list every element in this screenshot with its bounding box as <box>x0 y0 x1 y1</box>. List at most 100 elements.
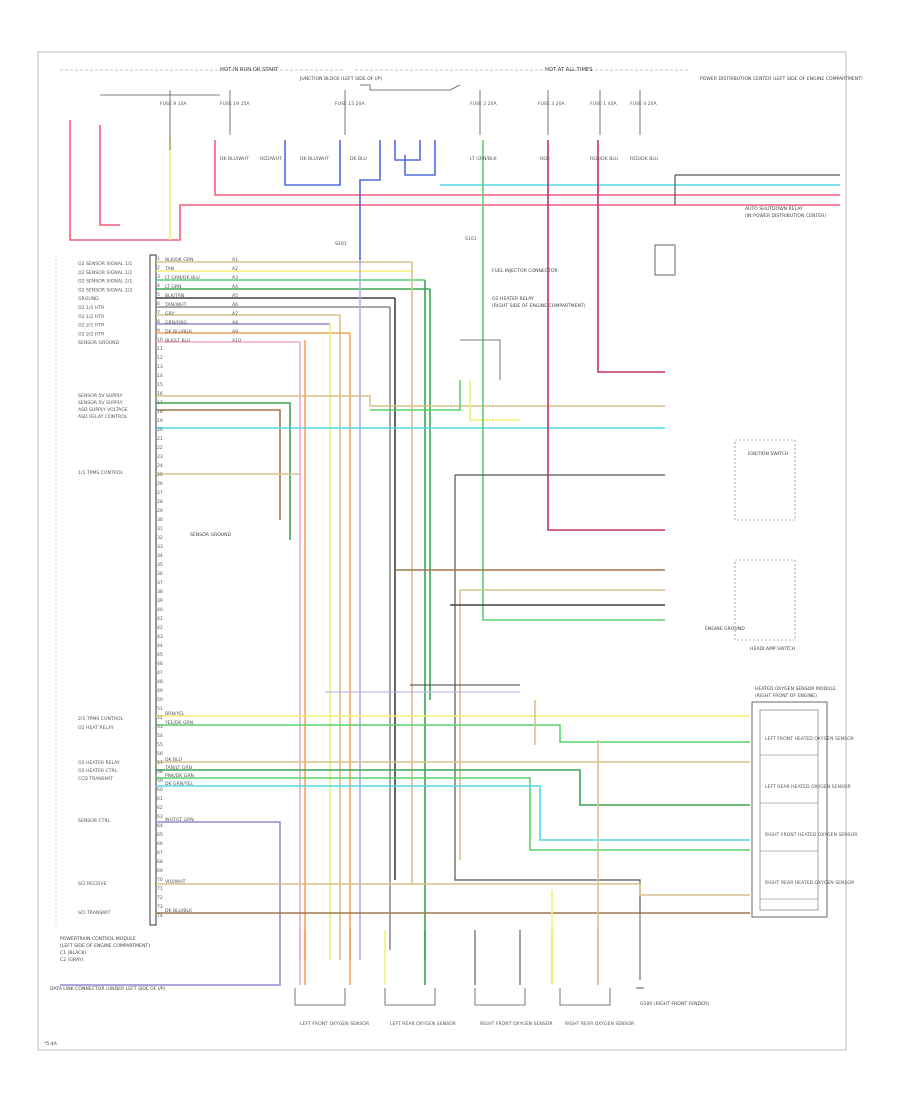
pcm-pin-number: 20 <box>157 427 163 433</box>
pcm-pin-label: SENSOR CTRL <box>78 818 111 824</box>
fuse-label: FUSE 1 40A <box>590 101 618 107</box>
pcm-pin-number: 8 <box>157 319 160 325</box>
asd-relay-label: AUTO SHUTDOWN RELAY <box>745 206 803 212</box>
pcm-pin-number: 67 <box>157 850 163 856</box>
wire-pin-code: A10 <box>232 338 241 344</box>
pcm-pin-number: 43 <box>157 634 163 640</box>
pcm-pin-number: 14 <box>157 373 163 379</box>
pcm-pin-number: 68 <box>157 859 163 865</box>
pcm-pin-number: 19 <box>157 418 163 424</box>
pcm-pin-number: 1 <box>157 256 160 262</box>
engine-ground-label: ENGINE GROUND <box>705 626 745 632</box>
pcm-pin-number: 58 <box>157 769 163 775</box>
fuse-label: FUSE 19 15A <box>220 101 250 107</box>
pcm-connector-label: C1 (BLACK) <box>60 950 86 956</box>
pcm-pin-number: 55 <box>157 742 163 748</box>
bus-bar <box>360 84 461 91</box>
wire-color-label: DK BLU/BLK <box>165 329 193 335</box>
pcm-pin-number: 21 <box>157 436 163 442</box>
wire-color-label: BRN/YEL <box>165 711 185 717</box>
asd-note: (IN POWER DISTRIBUTION CENTER) <box>745 213 826 219</box>
page-code: *5-4A <box>44 1041 58 1047</box>
pcm-pin-number: 47 <box>157 670 163 676</box>
top-wire-label: DK BLU <box>350 156 367 162</box>
pcm-pin-label: ASD RELAY CONTROL <box>78 414 128 420</box>
top-wire-label: RED/WHT <box>260 156 282 162</box>
pcm-pin-label: SENSOR GROUND <box>78 340 120 346</box>
top-wire-label: DK BLU/WHT <box>300 156 329 162</box>
wire-pin-code: A1 <box>232 257 238 263</box>
pcm-pin-number: 9 <box>157 328 160 334</box>
pcm-pin-number: 15 <box>157 382 163 388</box>
pcm-pin-label: ASD SUPPLY VOLTAGE <box>78 407 128 413</box>
pcm-pin-number: 24 <box>157 463 163 469</box>
bottom-sensor-bracket <box>384 988 436 1006</box>
relay-coil <box>460 339 501 380</box>
top-wire-label: LT GRN/BLK <box>470 156 498 162</box>
pcm-pin-number: 30 <box>157 517 163 523</box>
fuse-feed-wire <box>482 140 665 621</box>
pcm-pin-number: 39 <box>157 598 163 604</box>
pcm-pin-label: GROUND <box>78 296 99 302</box>
sensor-module-note: (RIGHT FRONT OF ENGINE) <box>755 693 817 699</box>
pcm-pin-label: O2 1/2 HTR <box>78 314 105 320</box>
bottom-sensor-bracket <box>294 988 346 1006</box>
pcm-pin-number: 22 <box>157 445 163 451</box>
pcm-pin-number: 44 <box>157 643 163 649</box>
pcm-pin-number: 50 <box>157 697 163 703</box>
sensor-ground-label: SENSOR GROUND <box>190 532 232 538</box>
top-wire-label: DK BLU/WHT <box>220 156 249 162</box>
bottom-sensor-label: RIGHT REAR OXYGEN SENSOR <box>565 1021 635 1027</box>
pcm-pin-number: 71 <box>157 886 163 892</box>
relay-wire <box>469 380 520 421</box>
hot-in-run-label: HOT IN RUN OR START <box>220 67 279 73</box>
pcm-pin-number: 41 <box>157 616 163 622</box>
pcm-pin-number: 51 <box>157 706 163 712</box>
mid-wire <box>156 402 291 540</box>
fuse-label: FUSE 15 20A <box>335 101 365 107</box>
sensor-module-wire <box>150 821 281 986</box>
wire-group <box>60 84 840 1006</box>
wire-color-label: WHT/LT GRN <box>165 817 194 823</box>
pcm-pin-number: 37 <box>157 580 163 586</box>
blue-wire <box>359 140 381 260</box>
fuse-block-note: JUNCTION BLOCK (LEFT SIDE OF I/P) <box>299 76 383 82</box>
wire-color-label: TAN/LT GRN <box>164 765 192 771</box>
wire-color-label: LT GRN <box>165 284 181 290</box>
pcm-name: POWERTRAIN CONTROL MODULE <box>60 936 136 942</box>
pcm-pin-label: 1/1 TPMS CONTROL <box>78 470 124 476</box>
pcm-pin-number: 10 <box>157 337 163 343</box>
pcm-pin-number: 49 <box>157 688 163 694</box>
wire-pin-code: A2 <box>232 266 238 272</box>
top-wire-label: RED <box>540 156 550 162</box>
pcm-pin-number: 69 <box>157 868 163 874</box>
pcm-pin-number: 34 <box>157 553 163 559</box>
pcm-pin-number: 26 <box>157 481 163 487</box>
ignition-label: IGNITION SWITCH <box>748 451 788 457</box>
wire-color-label: LT GRN/DK BLU <box>165 275 200 281</box>
pcm-pin-number: 60 <box>157 787 163 793</box>
headlamp-label: HEADLAMP SWITCH <box>750 646 795 652</box>
pcm-pin-number: 33 <box>157 544 163 550</box>
sensor-module-box <box>751 701 828 918</box>
headlamp-switch-box <box>734 559 796 641</box>
wire-color-label: BLK/TAN <box>165 293 184 299</box>
bottom-ground-label: G100 (RIGHT FRONT FENDER) <box>640 1001 709 1007</box>
pcm-connector-box <box>149 254 157 926</box>
pcm-pin-label: SCI RECEIVE <box>78 881 107 887</box>
fuse-label: FUSE 4 20A <box>630 101 658 107</box>
wire-pin-code: A7 <box>232 311 238 317</box>
pcm-pin-number: 54 <box>157 733 163 739</box>
pcm-pin-number: 27 <box>157 490 163 496</box>
pcm-pin-number: 3 <box>157 274 160 280</box>
wire-color-label: YEL/DK GRN <box>164 720 193 726</box>
wire-color-label: BLK/DK GRN <box>165 257 193 263</box>
bottom-sensor-label: LEFT FRONT OXYGEN SENSOR <box>300 1021 370 1027</box>
pcm-pin-number: 62 <box>157 805 163 811</box>
pcm-pin-number: 42 <box>157 625 163 631</box>
wire-pin-code: A4 <box>232 284 238 290</box>
pcm-pin-number: 25 <box>157 472 163 478</box>
wire-color-label: GRY <box>165 311 174 317</box>
